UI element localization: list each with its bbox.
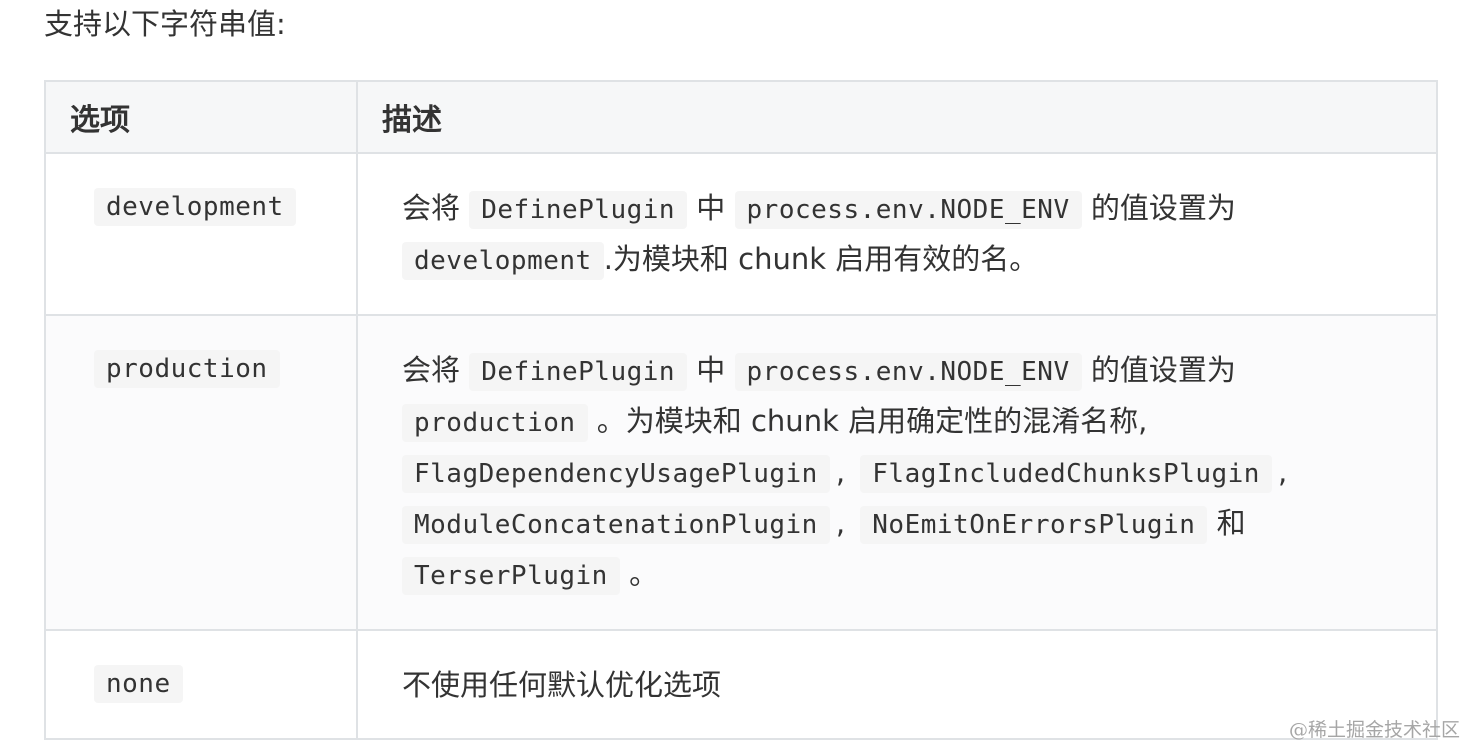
option-code: production bbox=[94, 350, 280, 388]
desc-code: DefinePlugin bbox=[469, 191, 688, 229]
desc-text: 和 bbox=[1216, 506, 1246, 540]
option-code: development bbox=[94, 188, 296, 226]
desc-separator: , bbox=[835, 455, 846, 489]
desc-separator: , bbox=[1277, 455, 1288, 489]
watermark: @稀土掘金技术社区 bbox=[1288, 719, 1460, 741]
option-cell: production bbox=[44, 314, 358, 631]
header-description: 描述 bbox=[356, 80, 1438, 154]
desc-code: FlagDependencyUsagePlugin bbox=[402, 455, 830, 493]
description-cell: 不使用任何默认优化选项 bbox=[356, 629, 1438, 740]
table-row: production 会将 DefinePlugin 中 process.env… bbox=[44, 314, 1438, 631]
desc-code: NoEmitOnErrorsPlugin bbox=[860, 506, 1208, 544]
desc-text: 中 bbox=[696, 353, 726, 387]
option-cell: none bbox=[44, 629, 358, 740]
desc-text: 中 bbox=[696, 191, 726, 225]
desc-code: TerserPlugin bbox=[402, 557, 620, 595]
option-code: none bbox=[94, 665, 183, 703]
description-cell: 会将 DefinePlugin 中 process.env.NODE_ENV 的… bbox=[356, 152, 1438, 316]
option-cell: development bbox=[44, 152, 358, 316]
desc-text: 会将 bbox=[402, 353, 461, 387]
desc-text: 的值设置为 bbox=[1090, 353, 1236, 387]
desc-code: FlagIncludedChunksPlugin bbox=[860, 455, 1272, 493]
desc-code: process.env.NODE_ENV bbox=[734, 353, 1082, 391]
table-row: development 会将 DefinePlugin 中 process.en… bbox=[44, 152, 1438, 316]
table-header: 选项 描述 bbox=[44, 80, 1438, 154]
desc-code: ModuleConcatenationPlugin bbox=[402, 506, 830, 544]
table-row: none 不使用任何默认优化选项 bbox=[44, 629, 1438, 740]
header-option: 选项 bbox=[44, 80, 358, 154]
intro-text: 支持以下字符串值: bbox=[44, 7, 286, 41]
desc-code: process.env.NODE_ENV bbox=[734, 191, 1082, 229]
mode-options-table: 选项 描述 development 会将 DefinePlugin 中 proc… bbox=[44, 80, 1438, 740]
desc-text: 。为模块和 chunk 启用确定性的混淆名称, bbox=[596, 404, 1148, 438]
desc-text: 不使用任何默认优化选项 bbox=[402, 668, 722, 702]
desc-code: development bbox=[402, 242, 604, 280]
desc-text: 。 bbox=[629, 557, 659, 591]
desc-separator: , bbox=[835, 506, 846, 540]
desc-code: DefinePlugin bbox=[469, 353, 688, 391]
desc-code: production bbox=[402, 404, 588, 442]
desc-text: .为模块和 chunk 启用有效的名。 bbox=[603, 242, 1039, 276]
desc-text: 会将 bbox=[402, 191, 461, 225]
desc-text: 的值设置为 bbox=[1090, 191, 1236, 225]
description-cell: 会将 DefinePlugin 中 process.env.NODE_ENV 的… bbox=[356, 314, 1438, 631]
table-header-row: 选项 描述 bbox=[44, 80, 1438, 154]
